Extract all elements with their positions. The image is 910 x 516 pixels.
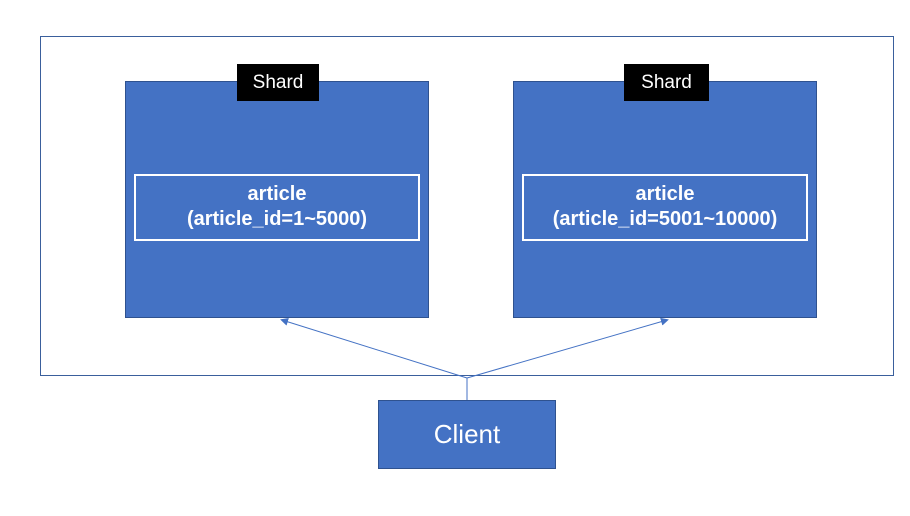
table-box: article (article_id=5001~10000): [522, 174, 808, 241]
client-box: Client: [378, 400, 556, 469]
table-name: article: [247, 183, 307, 205]
shard-box: Shard article (article_id=1~5000): [125, 64, 429, 318]
shard-label: Shard: [237, 64, 319, 101]
client-label: Client: [433, 419, 501, 449]
table-name: article: [635, 183, 695, 205]
table-range: (article_id=5001~10000): [552, 208, 778, 230]
table-range: (article_id=1~5000): [186, 208, 368, 230]
shard-label: Shard: [624, 64, 709, 101]
shard-box: Shard article (article_id=5001~10000): [513, 64, 817, 318]
table-box: article (article_id=1~5000): [134, 174, 420, 241]
